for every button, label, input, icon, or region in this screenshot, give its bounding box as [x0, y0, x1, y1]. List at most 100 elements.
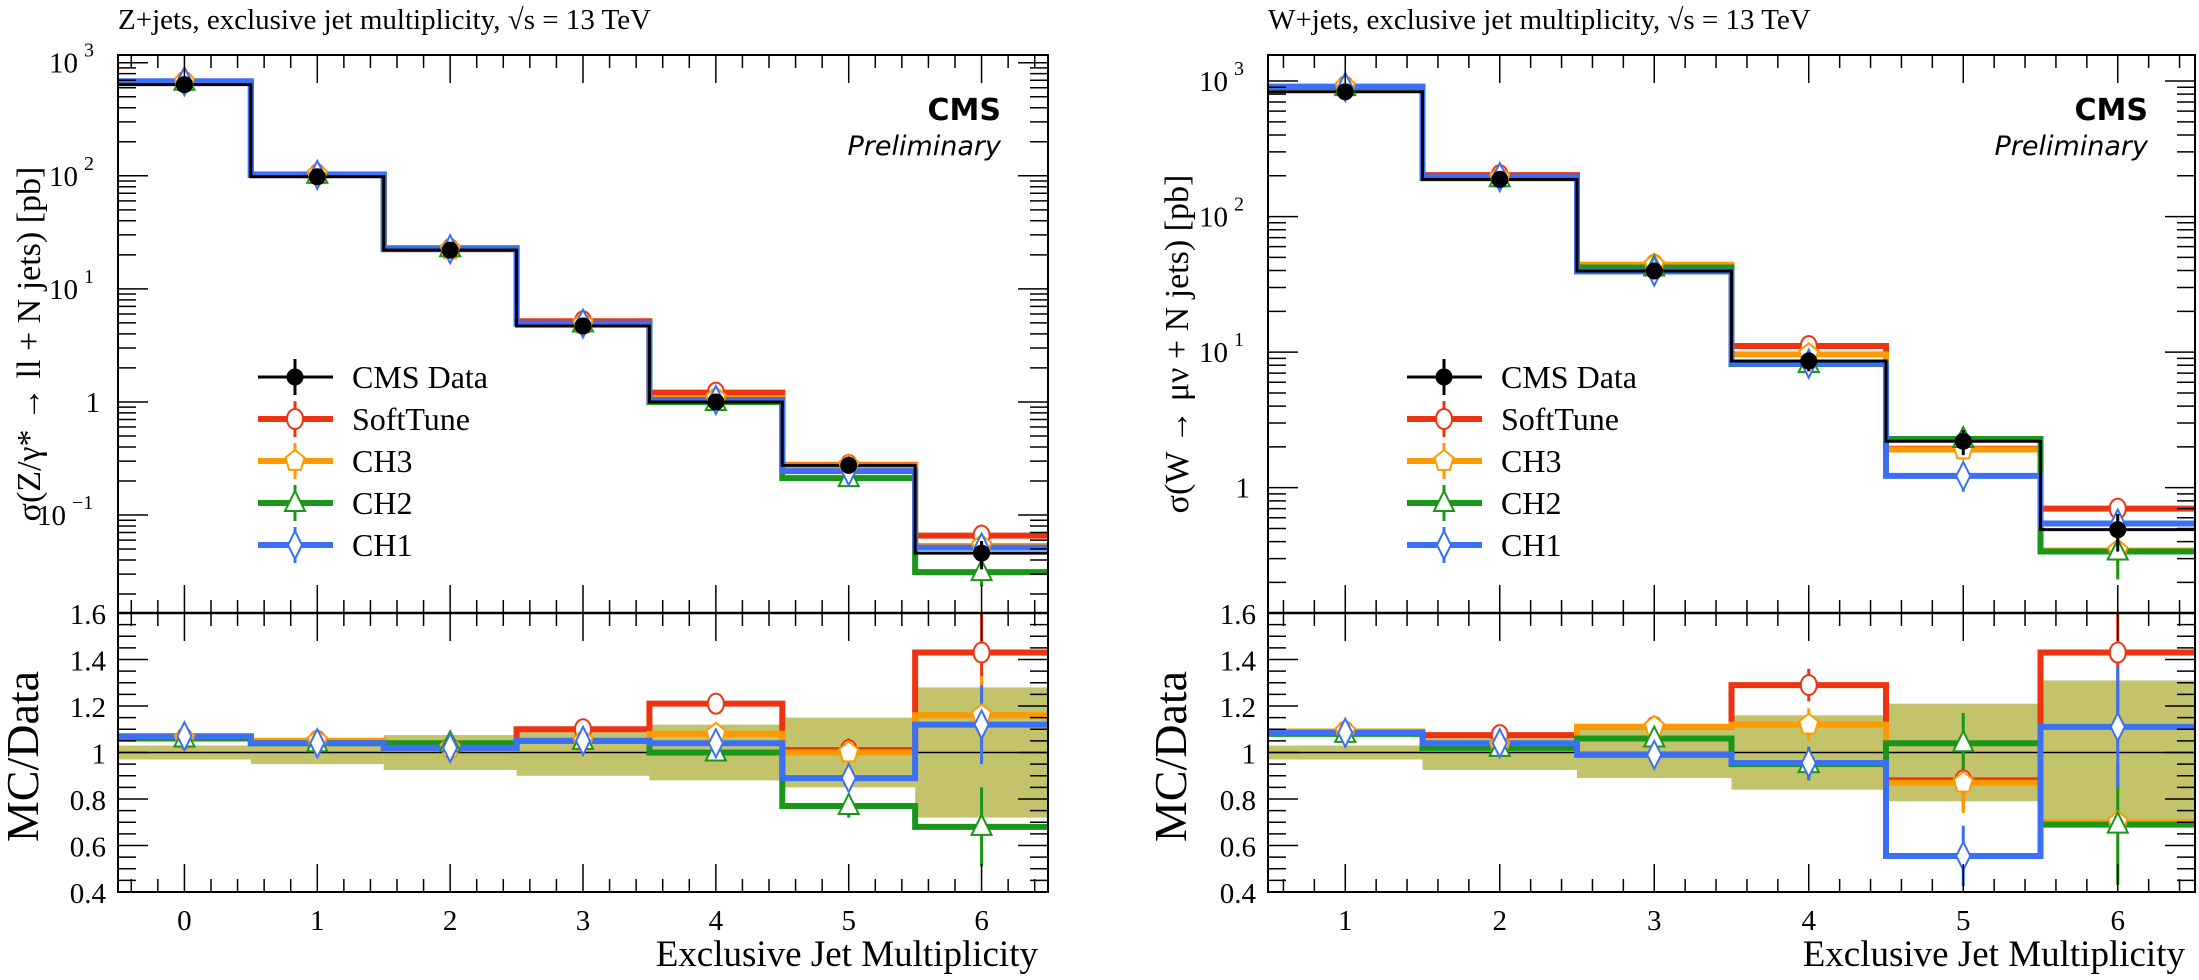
legend-marker [1435, 368, 1453, 386]
legend-marker [1435, 408, 1453, 430]
legend-marker [1435, 528, 1453, 562]
ratio-marker-ch2 [969, 812, 994, 836]
data-point [574, 317, 592, 335]
legend-label: CH2 [1501, 485, 1561, 521]
ratio-tick-label: 0.8 [70, 785, 106, 817]
legend-label: CH3 [1501, 443, 1561, 479]
y-axis-label: σ(W → μν + N jets) [pb] [1159, 175, 1196, 514]
ratio-marker-ch1 [1491, 726, 1508, 760]
ratio-tick-label: 1.2 [1220, 692, 1256, 724]
y-tick-base: 10 [49, 161, 78, 193]
y-tick-base: 10 [49, 274, 78, 306]
y-tick-base: 1 [86, 387, 101, 419]
x-tick-label: 3 [576, 905, 591, 937]
y-tick-label: 10 [49, 274, 78, 306]
main-panel [118, 65, 1048, 587]
ratio-marker-ch1 [176, 719, 193, 753]
y-tick-label: 10 [49, 48, 78, 80]
y-ticks [1268, 80, 2195, 893]
x-tick-label: 2 [443, 905, 458, 937]
y-tick-exponent: 3 [1234, 58, 1244, 80]
x-tick-label: 5 [841, 905, 856, 937]
x-axis-label: Exclusive Jet Multiplicity [656, 934, 1039, 975]
legend-item: CH3 [258, 443, 412, 479]
ratio-tick-label: 1.4 [1220, 646, 1257, 678]
x-tick-label: 4 [709, 905, 724, 937]
ratio-marker-ch1 [973, 708, 990, 741]
legend-marker [283, 488, 307, 512]
mc-marker-ch2 [969, 557, 994, 582]
wjets-plot: W+jets, exclusive jet multiplicity, √s =… [1145, 4, 2196, 975]
ratio-tick-label: 0.8 [1220, 785, 1256, 817]
ratio-panel [1268, 613, 2195, 887]
y-tick-label: 10 [1199, 202, 1228, 234]
x-tick-label: 1 [310, 905, 325, 937]
x-axis-label: Exclusive Jet Multiplicity [1803, 934, 2186, 975]
ratio-marker-softtune [1799, 674, 1818, 697]
zjets-plot: Z+jets, exclusive jet multiplicity, √s =… [0, 4, 1049, 975]
y-tick-base: 10 [49, 48, 78, 80]
legend-marker [286, 408, 304, 430]
ratio-marker-softtune [706, 692, 725, 715]
x-tick-label: 3 [1647, 905, 1662, 937]
x-tick-label: 6 [2111, 905, 2126, 937]
y-axis-label: σ(Z/γ* → ll + N jets) [pb] [11, 167, 48, 522]
ratio-marker-ch1 [1646, 738, 1663, 772]
ratio-marker-softtune [2108, 641, 2127, 664]
y-tick-exponent: 3 [84, 40, 94, 62]
legend-item: CMS Data [258, 359, 488, 395]
y-tick-exponent: −1 [72, 492, 93, 514]
data-point [1336, 83, 1354, 101]
legend-item: SoftTune [1407, 401, 1619, 437]
ratio-marker-ch1 [707, 726, 724, 760]
ratio-tick-label: 1.2 [70, 692, 106, 724]
x-ticks [130, 55, 1036, 892]
experiment-label: CMS [2075, 93, 2148, 128]
y-tick-label: 1 [86, 387, 101, 419]
main-panel [1268, 70, 2195, 580]
experiment-label: CMS [928, 93, 1001, 128]
ratio-marker-ch1 [574, 724, 592, 758]
y-ticks [118, 61, 1048, 893]
ratio-marker-ch2 [837, 791, 861, 815]
y-tick-base: 10 [1199, 202, 1228, 234]
data-point [1645, 262, 1663, 280]
ratio-tick-label: 1.6 [1220, 599, 1256, 631]
data-point [840, 456, 858, 474]
x-tick-label: 0 [177, 905, 192, 937]
y-tick-exponent: 2 [84, 153, 94, 175]
x-tick-label: 1 [1338, 905, 1353, 937]
data-point [1491, 170, 1509, 188]
data-point [973, 544, 991, 562]
plot-title: Z+jets, exclusive jet multiplicity, √s =… [118, 4, 651, 36]
data-point [2109, 521, 2127, 539]
y-tick-label: 10 [1199, 337, 1228, 369]
ratio-marker-ch1 [442, 731, 459, 765]
ratio-tick-label: 1.6 [70, 599, 106, 631]
y-tick-exponent: 1 [84, 266, 94, 288]
legend-item: CH2 [258, 485, 412, 521]
ratio-marker-ch3 [1952, 770, 1974, 793]
data-step [1268, 90, 2195, 532]
legend-label: CMS Data [1501, 359, 1637, 395]
y-tick-label: 10 [1199, 66, 1228, 98]
legend-item: CH1 [1407, 527, 1561, 563]
x-tick-label: 6 [974, 905, 989, 937]
legend-label: CH1 [352, 527, 412, 563]
ratio-panel [118, 613, 1048, 867]
x-tick-label: 4 [1802, 905, 1817, 937]
mc-marker-ch1 [1955, 459, 1972, 493]
legend-marker [286, 528, 304, 562]
ratio-marker-ch3 [838, 740, 860, 763]
y-tick-exponent: 1 [1234, 329, 1244, 351]
ratio-marker-ch1 [309, 726, 326, 760]
ratio-axis-label: MC/Data [0, 671, 48, 842]
status-label: Preliminary [1994, 131, 2149, 162]
y-tick-exponent: 2 [1234, 194, 1244, 216]
plot-title: W+jets, exclusive jet multiplicity, √s =… [1268, 4, 1811, 36]
legend-label: CH2 [352, 485, 412, 521]
legend-marker [1432, 488, 1456, 512]
legend-label: CMS Data [352, 359, 488, 395]
